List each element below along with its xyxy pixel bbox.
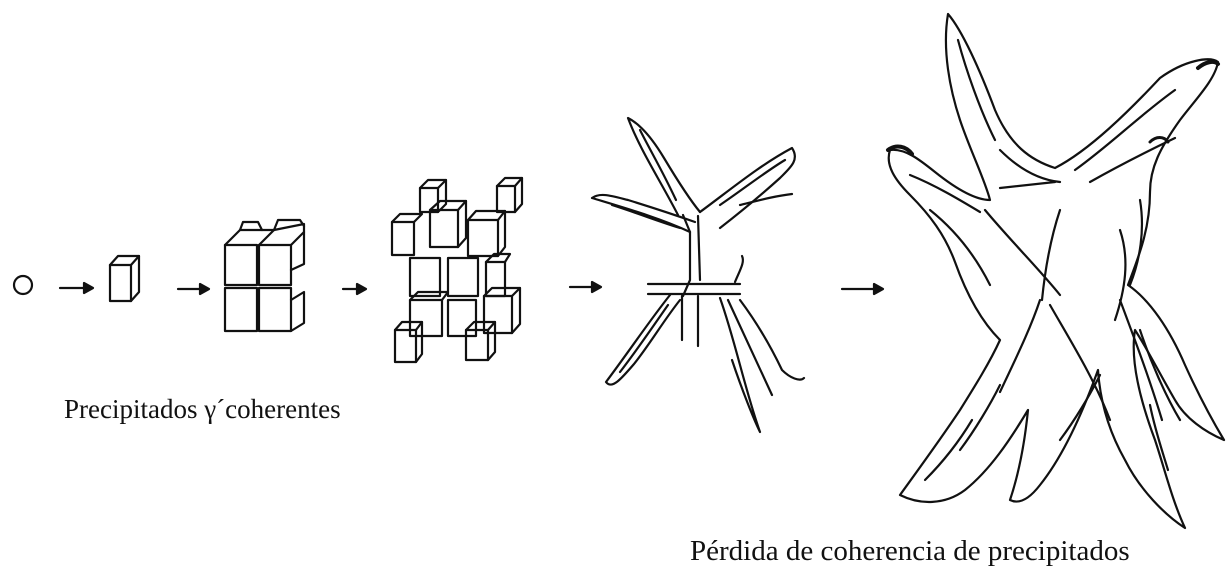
cube-cluster — [225, 220, 304, 331]
arrow-4 — [570, 282, 601, 292]
arrow-1 — [60, 283, 93, 293]
arrow-2 — [178, 284, 209, 294]
caption-loss-of-coherence: Pérdida de coherencia de precipitados — [690, 535, 1130, 568]
nucleus-circle — [14, 276, 32, 294]
split-cube-array — [392, 178, 522, 362]
dendrite-large — [888, 14, 1224, 528]
arrow-5 — [842, 284, 883, 294]
dendrite-small — [592, 118, 804, 432]
caption-coherent-precipitates: Precipitados γ´coherentes — [64, 394, 341, 425]
single-cube — [110, 256, 139, 301]
arrow-3 — [343, 284, 366, 294]
